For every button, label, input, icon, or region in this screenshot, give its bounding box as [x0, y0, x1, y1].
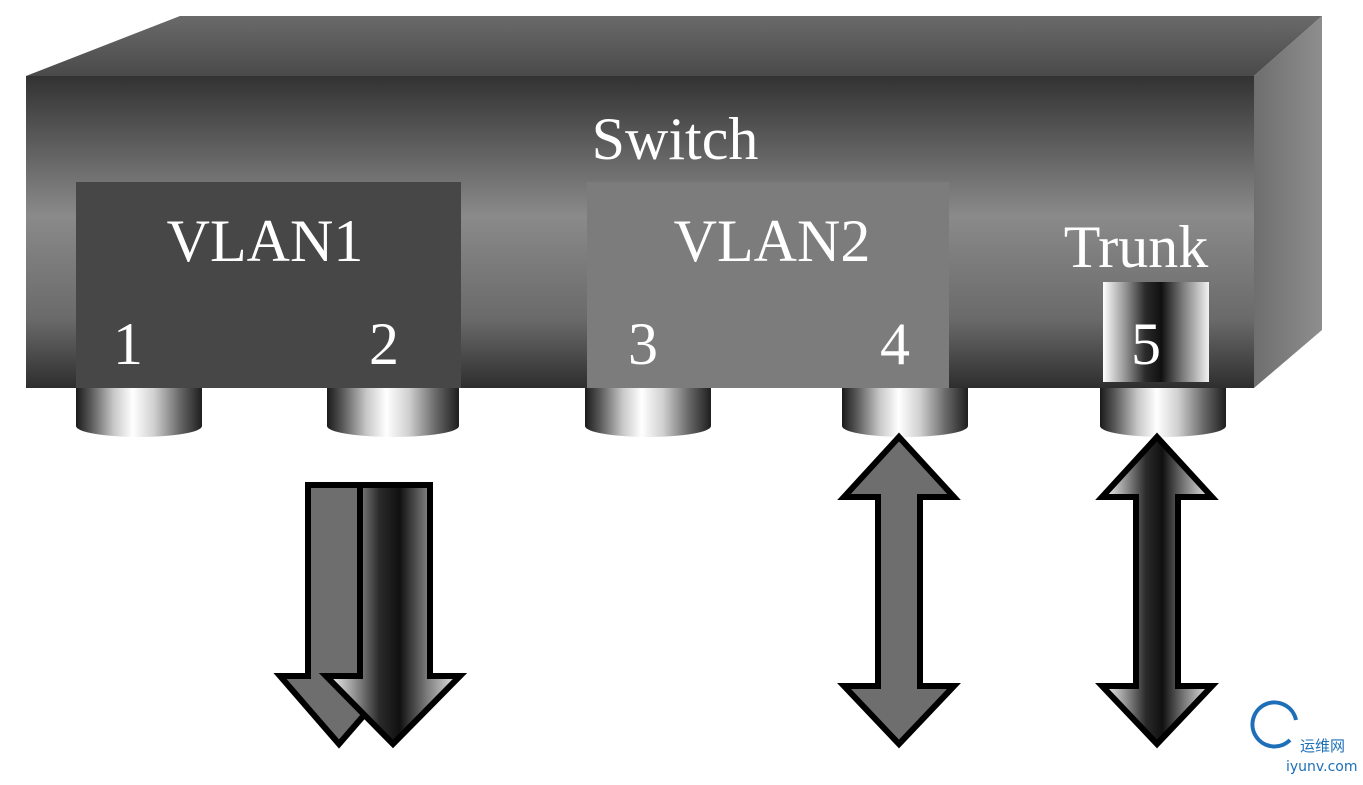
port-connector-5	[1100, 388, 1226, 437]
switch-label: Switch	[592, 106, 759, 172]
watermark-logo-icon	[1250, 700, 1298, 749]
watermark-line2: iyunv.com	[1286, 759, 1357, 775]
trunk-port-face-cylinder	[1103, 282, 1209, 382]
port-connector-3	[585, 388, 711, 437]
watermark: 运维网 iyunv.com	[1250, 700, 1357, 775]
vlan1-box	[76, 182, 461, 388]
port-label-2: 2	[369, 311, 399, 377]
trunk-label: Trunk	[1064, 214, 1209, 280]
switch-side-face	[1254, 16, 1322, 388]
port-label-3: 3	[628, 311, 658, 377]
watermark-line1: 运维网	[1300, 737, 1345, 755]
port-label-1: 1	[113, 311, 143, 377]
port-connector-1	[76, 388, 202, 437]
vlan2-label: VLAN2	[674, 208, 871, 274]
vlan2-box	[587, 182, 949, 388]
port-connector-2	[327, 388, 459, 437]
port-connector-4	[842, 388, 968, 437]
vlan1-label: VLAN1	[167, 208, 364, 274]
port5-double-arrow	[1095, 432, 1219, 749]
port4-double-arrow	[837, 432, 961, 749]
port-label-4: 4	[880, 311, 910, 377]
port2-down-arrow-shaded	[318, 482, 468, 749]
port-label-5: 5	[1131, 311, 1161, 377]
switch-top-face	[26, 16, 1322, 76]
